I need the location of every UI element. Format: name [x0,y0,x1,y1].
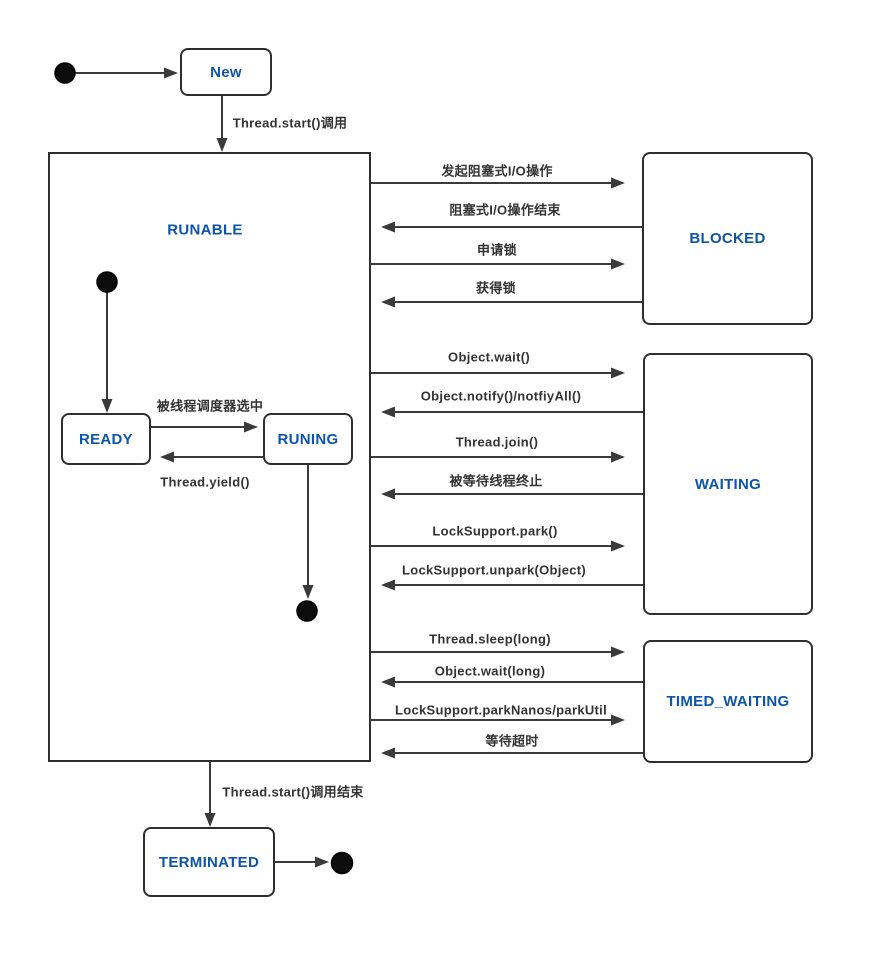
state-box-new: New [180,48,272,96]
arrow-io-end [381,221,642,233]
state-box-terminated: TERMINATED [143,827,275,897]
state-label-waiting: WAITING [694,475,762,493]
state-box-running: RUNING [263,413,353,465]
state-box-runnable [48,152,371,762]
state-box-waiting: WAITING [643,353,813,615]
state-label-running: RUNING [277,430,339,448]
transition-label-thread-yield: Thread.yield() [160,474,250,490]
arrow-thread-join [371,451,625,463]
arrow-runnable-to-terminated [204,762,216,827]
state-label-timed-waiting: TIMED_WAITING [666,693,790,710]
transition-label-thread-sleep: Thread.sleep(long) [429,631,551,647]
transition-label-lock-acquired: 获得锁 [476,280,516,296]
arrow-object-notify [381,406,643,418]
transition-label-object-wait-long: Object.wait(long) [434,663,546,679]
arrow-initial-to-new [75,67,178,79]
transition-label-locksupport-parknanos: LockSupport.parkNanos/parkUtil [395,702,607,718]
transition-label-io-start: 发起阻塞式I/O操作 [441,163,553,179]
arrow-locksupport-park [371,540,625,552]
state-label-runnable: RUNABLE [167,221,243,239]
transition-label-locksupport-unpark: LockSupport.unpark(Object) [401,562,587,578]
state-box-timed-waiting: TIMED_WAITING [643,640,813,763]
transition-label-io-end: 阻塞式I/O操作结束 [449,202,561,218]
arrow-joined-thread-terminated [381,488,643,500]
arrow-terminated-to-final [275,856,329,868]
transition-label-scheduler-selected: 被线程调度器选中 [156,398,264,414]
transition-label-start-call-end: Thread.start()调用结束 [222,784,364,800]
arrow-object-wait [371,367,625,379]
transition-label-locksupport-park: LockSupport.park() [432,523,558,539]
state-label-terminated: TERMINATED [158,853,260,871]
arrow-locksupport-unpark [381,579,643,591]
transition-label-joined-thread-terminated: 被等待线程终止 [449,473,543,489]
state-label-blocked: BLOCKED [689,230,766,247]
arrow-thread-sleep [371,646,625,658]
state-label-ready: READY [78,430,133,448]
state-label-new: New [210,63,242,81]
transition-label-start-call: Thread.start()调用 [232,115,348,131]
transition-label-object-notify: Object.notify()/notfiyAll() [420,388,582,404]
final-state-dot [330,851,354,875]
transition-label-object-wait: Object.wait() [448,349,530,365]
state-box-ready: READY [61,413,151,465]
transition-label-lock-request: 申请锁 [477,242,517,258]
transition-label-thread-join: Thread.join() [455,434,539,450]
arrow-new-to-runnable [216,96,228,152]
initial-state-dot [54,62,76,84]
arrow-lock-request [371,258,625,270]
transition-label-wait-timeout: 等待超时 [485,733,539,749]
state-box-blocked: BLOCKED [642,152,813,325]
arrow-lock-acquired [381,296,642,308]
